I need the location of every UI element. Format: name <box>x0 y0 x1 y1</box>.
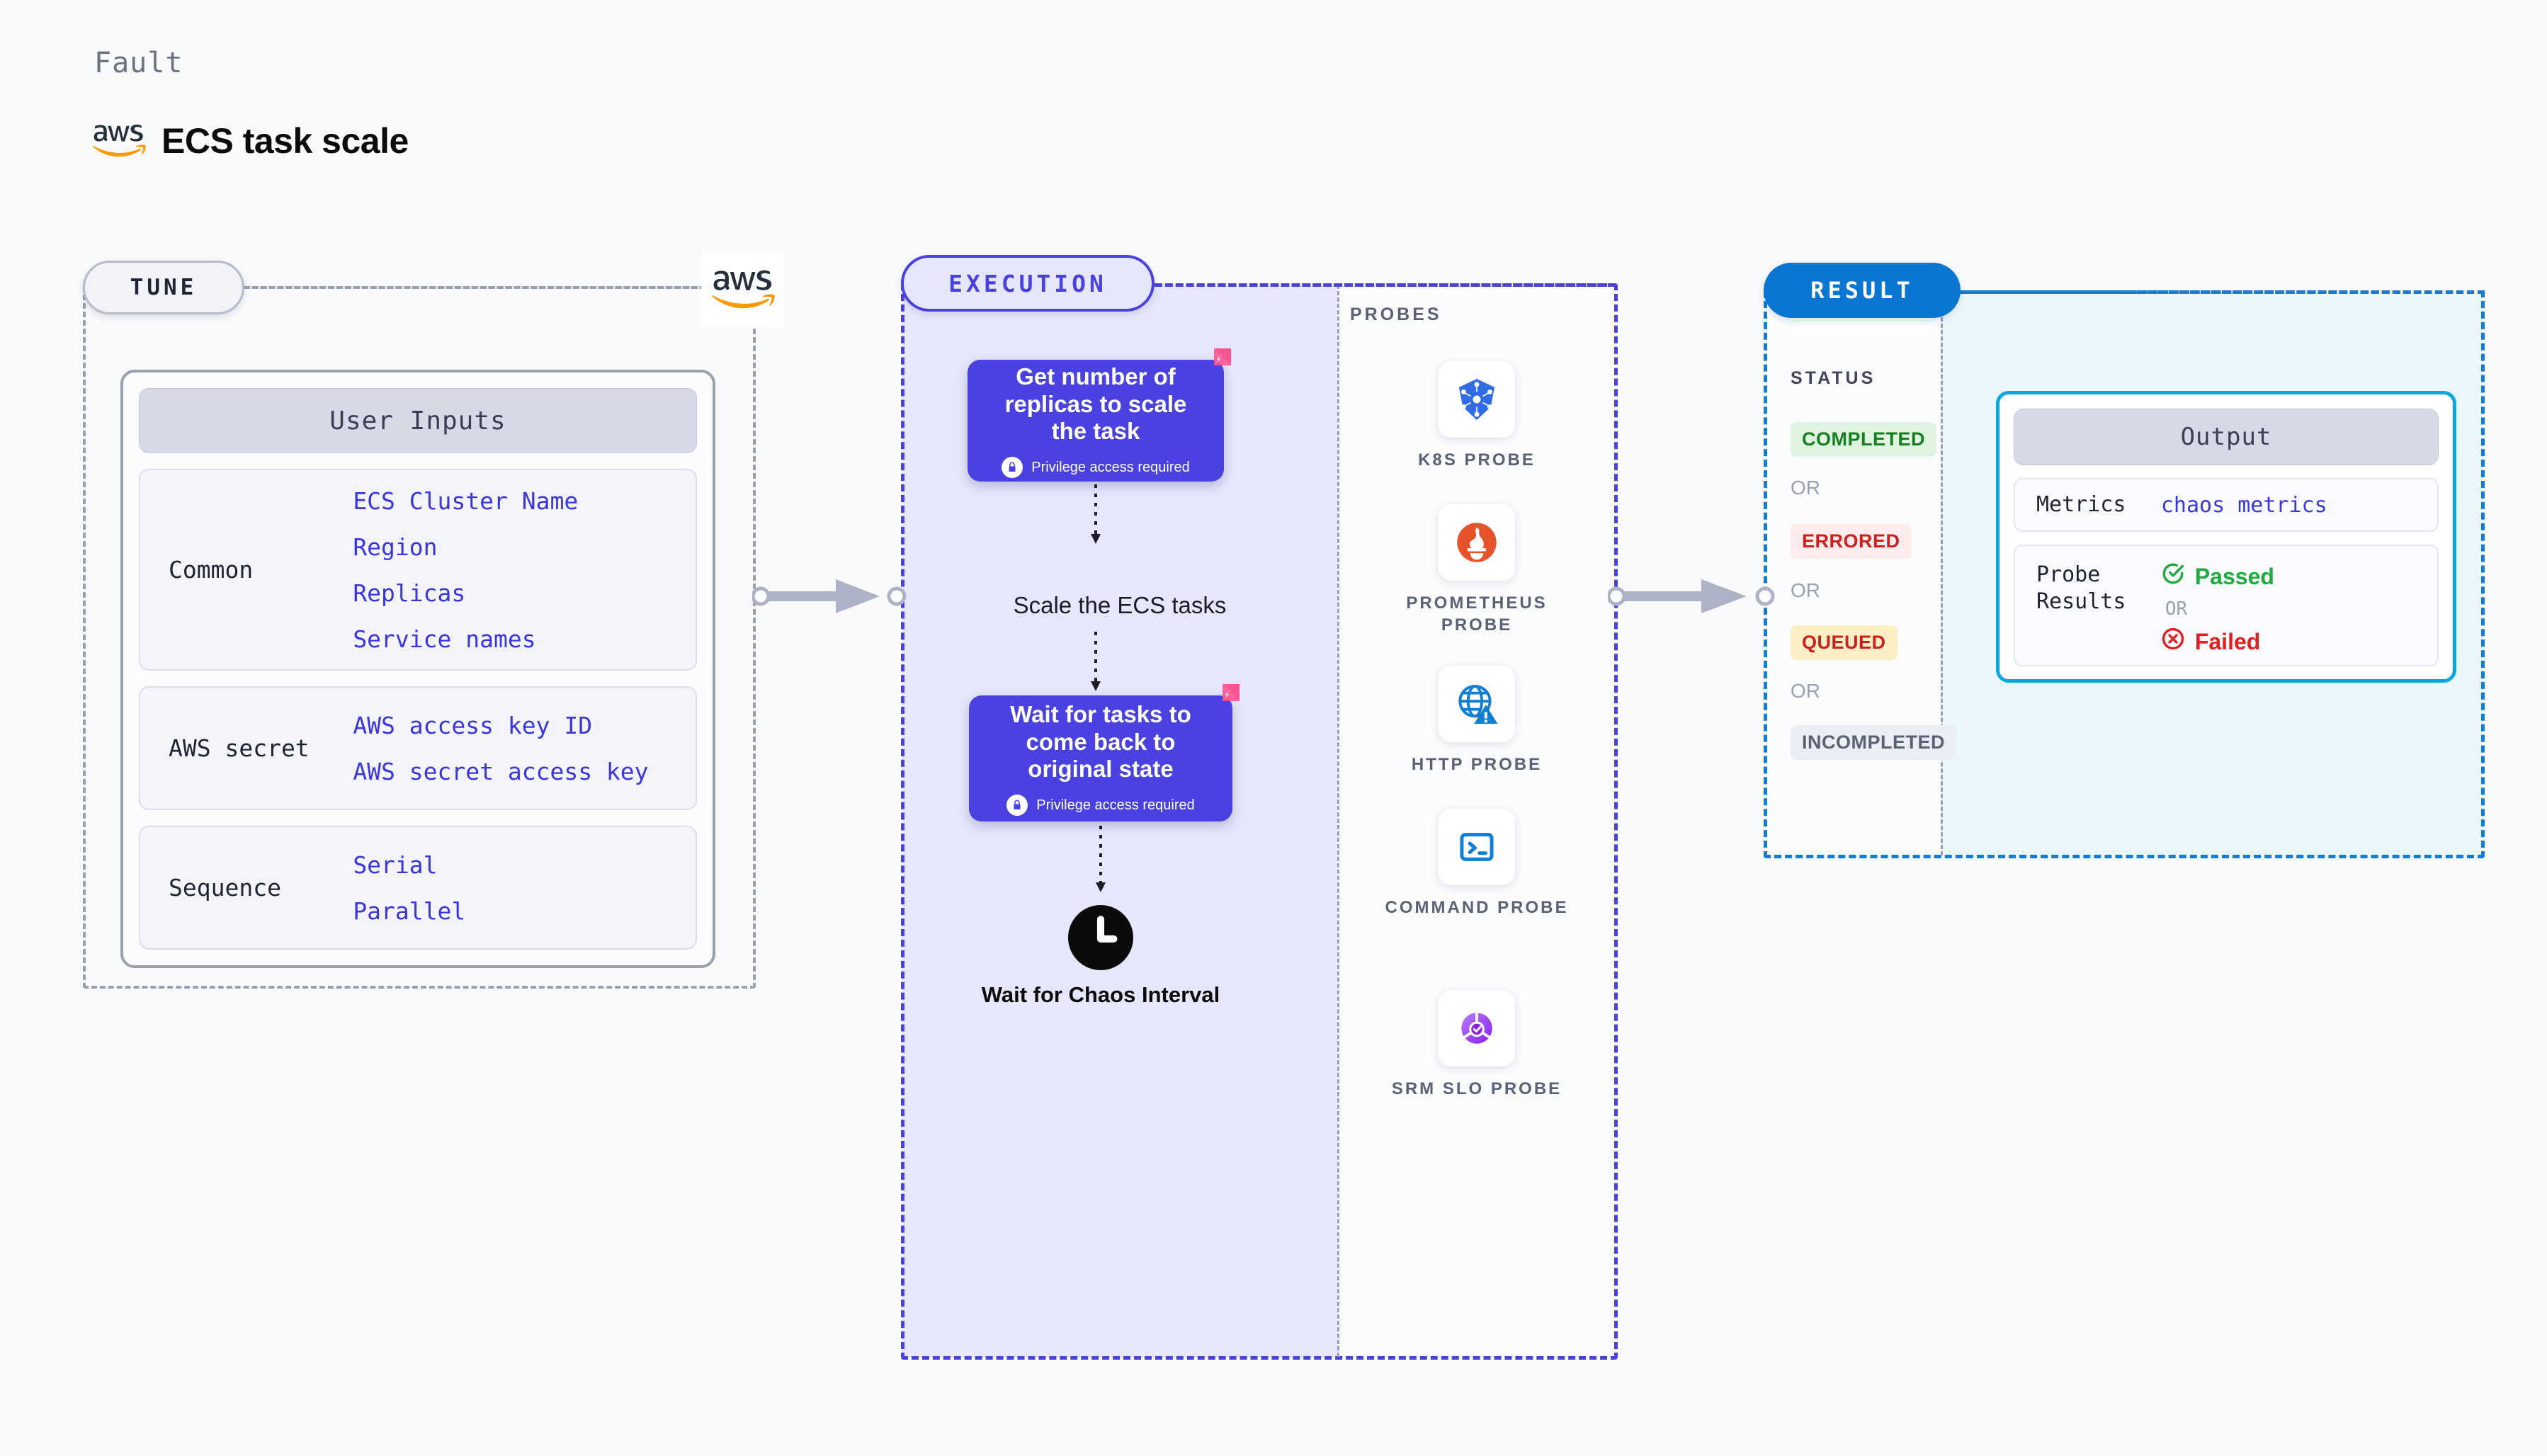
probe-result-passed-text: Passed <box>2194 563 2274 589</box>
aws-logo <box>91 121 146 161</box>
srm-slo-icon <box>1439 990 1515 1067</box>
input-value-aws-access-key-id[interactable]: AWS access key ID <box>353 711 593 739</box>
probe-result-passed: Passed <box>2161 562 2274 591</box>
input-row-values: AWS access key ID AWS secret access key <box>353 712 688 785</box>
flow-arrow-1 <box>1091 484 1101 544</box>
status-badge-completed: COMPLETED <box>1791 422 1937 457</box>
input-row-common: Common ECS Cluster Name Region Replicas … <box>139 469 697 671</box>
status-badge-incompleted: INCOMPLETED <box>1791 725 1957 760</box>
chaos-bolt-icon <box>1193 347 1232 387</box>
probe-item-http[interactable]: HTTP PROBE <box>1385 666 1569 775</box>
input-row-aws-secret: AWS secret AWS access key ID AWS secret … <box>139 686 697 810</box>
tune-connector-line <box>244 286 740 289</box>
execution-step-title: Scale the ECS tasks <box>1013 592 1227 618</box>
output-row-metrics: Metrics chaos metrics <box>2014 478 2439 532</box>
result-divider <box>1941 292 1943 855</box>
probe-item-k8s[interactable]: K8S PROBE <box>1385 361 1569 471</box>
output-row-probe-results: Probe Results Passed OR Failed <box>2014 545 2439 666</box>
probe-item-prometheus[interactable]: PROMETHEUS PROBE <box>1385 504 1569 636</box>
execution-step-wait-original-state[interactable]: Wait for tasks to come back to original … <box>969 684 1240 821</box>
execution-step-get-replicas[interactable]: Get number of replicas to scale the task… <box>968 348 1231 482</box>
user-inputs-header: User Inputs <box>139 388 697 453</box>
output-metrics-value[interactable]: chaos metrics <box>2160 492 2327 518</box>
x-circle-icon <box>2161 627 2185 656</box>
output-card: Output Metrics chaos metrics Probe Resul… <box>1996 391 2456 683</box>
input-row-label: Sequence <box>169 874 281 902</box>
execution-step-scale-tasks: Scale the ECS tasks <box>902 592 1337 619</box>
kubernetes-icon <box>1439 361 1515 438</box>
execution-step-privilege: Privilege access required <box>1006 795 1195 817</box>
output-probe-results-label-text: Probe Results <box>2036 562 2126 614</box>
probe-item-command[interactable]: COMMAND PROBE <box>1385 809 1569 918</box>
input-value-ecs-cluster-name[interactable]: ECS Cluster Name <box>353 487 579 515</box>
page-title: ECS task scale <box>161 121 409 161</box>
probe-caption: SRM SLO PROBE <box>1391 1079 1562 1098</box>
input-row-values: ECS Cluster Name Region Replicas Service… <box>353 487 688 653</box>
status-badge-queued: QUEUED <box>1791 625 1898 660</box>
tune-pill[interactable]: TUNE <box>83 261 244 314</box>
arrow-execution-to-result <box>1608 579 1775 613</box>
probe-result-failed-text: Failed <box>2194 628 2261 654</box>
prometheus-icon <box>1439 504 1515 581</box>
output-probe-results-values: Passed OR Failed <box>2161 562 2274 656</box>
input-value-replicas[interactable]: Replicas <box>353 579 466 607</box>
result-status-fill <box>1765 292 1941 855</box>
probe-caption: HTTP PROBE <box>1411 755 1543 774</box>
probe-caption: COMMAND PROBE <box>1385 898 1569 917</box>
result-pill[interactable]: RESULT <box>1764 263 1961 318</box>
clock-icon <box>1068 905 1133 974</box>
probe-caption: K8S PROBE <box>1418 450 1536 470</box>
execution-step-wait-chaos-interval: Wait for Chaos Interval <box>981 982 1220 1007</box>
execution-step-privilege-text: Privilege access required <box>1036 797 1195 813</box>
flow-arrow-2 <box>1091 632 1101 691</box>
probe-result-failed: Failed <box>2161 627 2274 656</box>
output-header: Output <box>2014 409 2439 465</box>
status-or-2: OR <box>1791 579 1820 601</box>
execution-step-title: Get number of replicas to scale the task <box>1004 363 1187 445</box>
execution-step-title: Wait for tasks to come back to original … <box>1010 700 1191 783</box>
input-value-region[interactable]: Region <box>353 533 438 561</box>
execution-connector-line <box>1155 283 1615 287</box>
input-row-sequence: Sequence Serial Parallel <box>139 826 697 950</box>
input-value-serial[interactable]: Serial <box>353 851 438 879</box>
input-value-aws-secret-access-key[interactable]: AWS secret access key <box>353 757 649 785</box>
probes-divider <box>1337 285 1339 1357</box>
status-or-1: OR <box>1791 477 1820 499</box>
status-section-label: STATUS <box>1791 368 1876 388</box>
lock-icon <box>1002 457 1023 479</box>
probes-section-label: PROBES <box>1350 305 1442 324</box>
check-circle-icon <box>2161 562 2185 591</box>
execution-pill[interactable]: EXECUTION <box>901 255 1155 312</box>
input-row-label: AWS secret <box>169 734 310 762</box>
output-probe-results-label: Probe Results <box>2022 562 2161 615</box>
result-connector-line <box>1961 290 2485 294</box>
aws-logo-tune <box>701 251 783 328</box>
input-row-values: Serial Parallel <box>353 851 688 925</box>
input-value-parallel[interactable]: Parallel <box>353 897 466 925</box>
terminal-icon <box>1439 809 1515 885</box>
user-inputs-card: User Inputs Common ECS Cluster Name Regi… <box>120 370 715 968</box>
input-value-service-names[interactable]: Service names <box>353 625 536 653</box>
chaos-bolt-icon <box>1201 683 1241 722</box>
lock-icon <box>1006 795 1028 817</box>
fault-eyebrow-label: Fault <box>94 47 183 79</box>
http-globe-icon <box>1439 666 1515 742</box>
status-or-3: OR <box>1791 680 1820 702</box>
status-badge-errored: ERRORED <box>1791 524 1912 559</box>
execution-step-privilege: Privilege access required <box>1002 457 1190 479</box>
page-title-row: ECS task scale <box>91 120 409 161</box>
input-row-label: Common <box>169 556 254 584</box>
execution-step-privilege-text: Privilege access required <box>1031 459 1190 475</box>
output-metrics-label: Metrics <box>2036 492 2126 518</box>
probe-result-or: OR <box>2165 598 2188 620</box>
probe-caption: PROMETHEUS PROBE <box>1406 593 1548 635</box>
arrow-tune-to-execution <box>752 579 907 613</box>
flow-arrow-3 <box>1096 826 1106 892</box>
probe-item-srm-slo[interactable]: SRM SLO PROBE <box>1385 990 1569 1100</box>
